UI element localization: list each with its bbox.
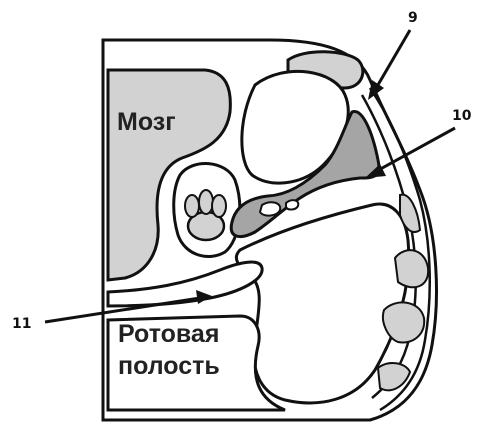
dark-canal-hole-2: [286, 200, 298, 209]
right-block-2: [395, 250, 428, 287]
arrow-9-line: [375, 30, 410, 90]
sense-organ-lobe-3: [212, 195, 226, 217]
callout-11: 11: [12, 316, 31, 332]
callout-9: 9: [408, 10, 418, 26]
brain-label: Мозг: [117, 108, 176, 136]
oral-cavity-label-line1: Ротовая: [118, 320, 219, 348]
dark-canal-hole-1: [260, 202, 280, 215]
sense-organ-lobe-1: [185, 195, 199, 217]
oral-cavity-label-line2: полость: [118, 352, 220, 380]
callout-10: 10: [452, 108, 472, 124]
sense-organ-lobe-2: [199, 190, 213, 214]
